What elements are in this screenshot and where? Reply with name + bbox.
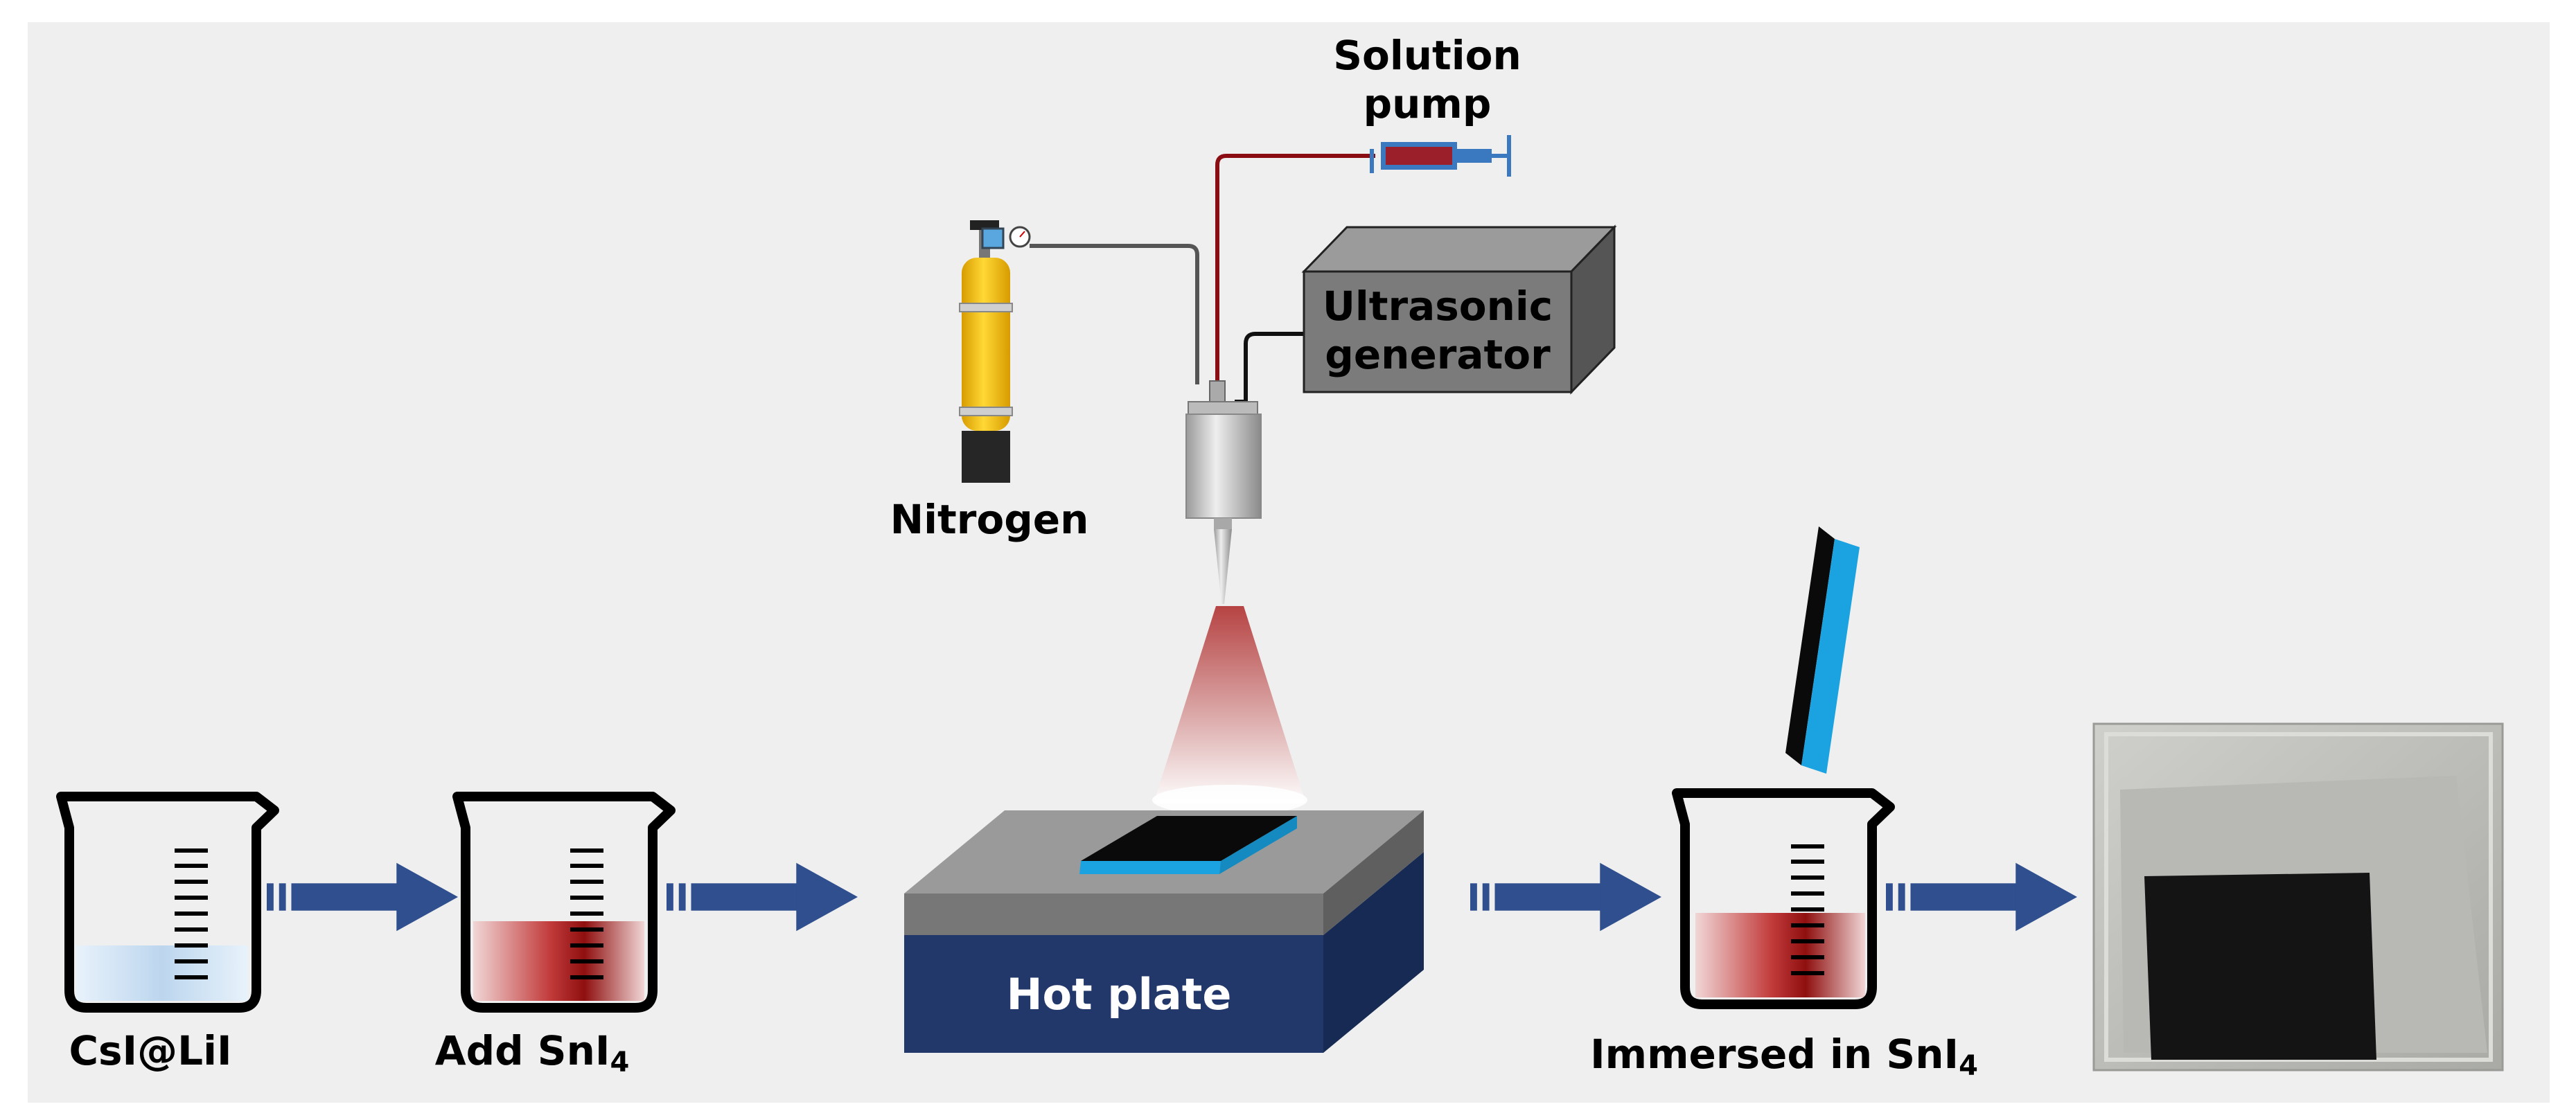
substrate — [1079, 816, 1297, 874]
ultrasonic-generator-box — [1301, 224, 1617, 395]
nitrogen-cylinder-icon — [959, 220, 1031, 483]
label-solution-pump-line2: pump — [1364, 80, 1492, 127]
label-nitrogen: Nitrogen — [890, 496, 1089, 543]
label-ultrasonic-line2: generator — [1325, 331, 1551, 378]
label-ultrasonic-line1: Ultrasonic — [1323, 283, 1553, 330]
label-hot-plate: Hot plate — [1007, 969, 1232, 1020]
syringe-pump-icon — [1370, 135, 1511, 177]
label-csi-lii: CsI@LiI — [69, 1027, 231, 1074]
generator-cable — [1235, 332, 1304, 404]
solution-line — [1215, 154, 1375, 384]
label-add-sni4: Add SnI4 — [435, 1027, 630, 1078]
spray-cone — [1154, 606, 1306, 803]
photo-result — [2092, 722, 2504, 1072]
spray-nozzle-icon — [1185, 380, 1262, 604]
label-solution-pump-line1: Solution — [1333, 32, 1521, 79]
label-immersed: Immersed in SnI4 — [1590, 1031, 1978, 1082]
gas-line — [1030, 244, 1199, 384]
beaker-icon — [56, 792, 279, 1013]
beaker-icon — [452, 792, 676, 1013]
beaker-icon — [1672, 788, 1895, 1009]
hot-plate — [904, 810, 1424, 1053]
substrate — [1785, 526, 1860, 774]
